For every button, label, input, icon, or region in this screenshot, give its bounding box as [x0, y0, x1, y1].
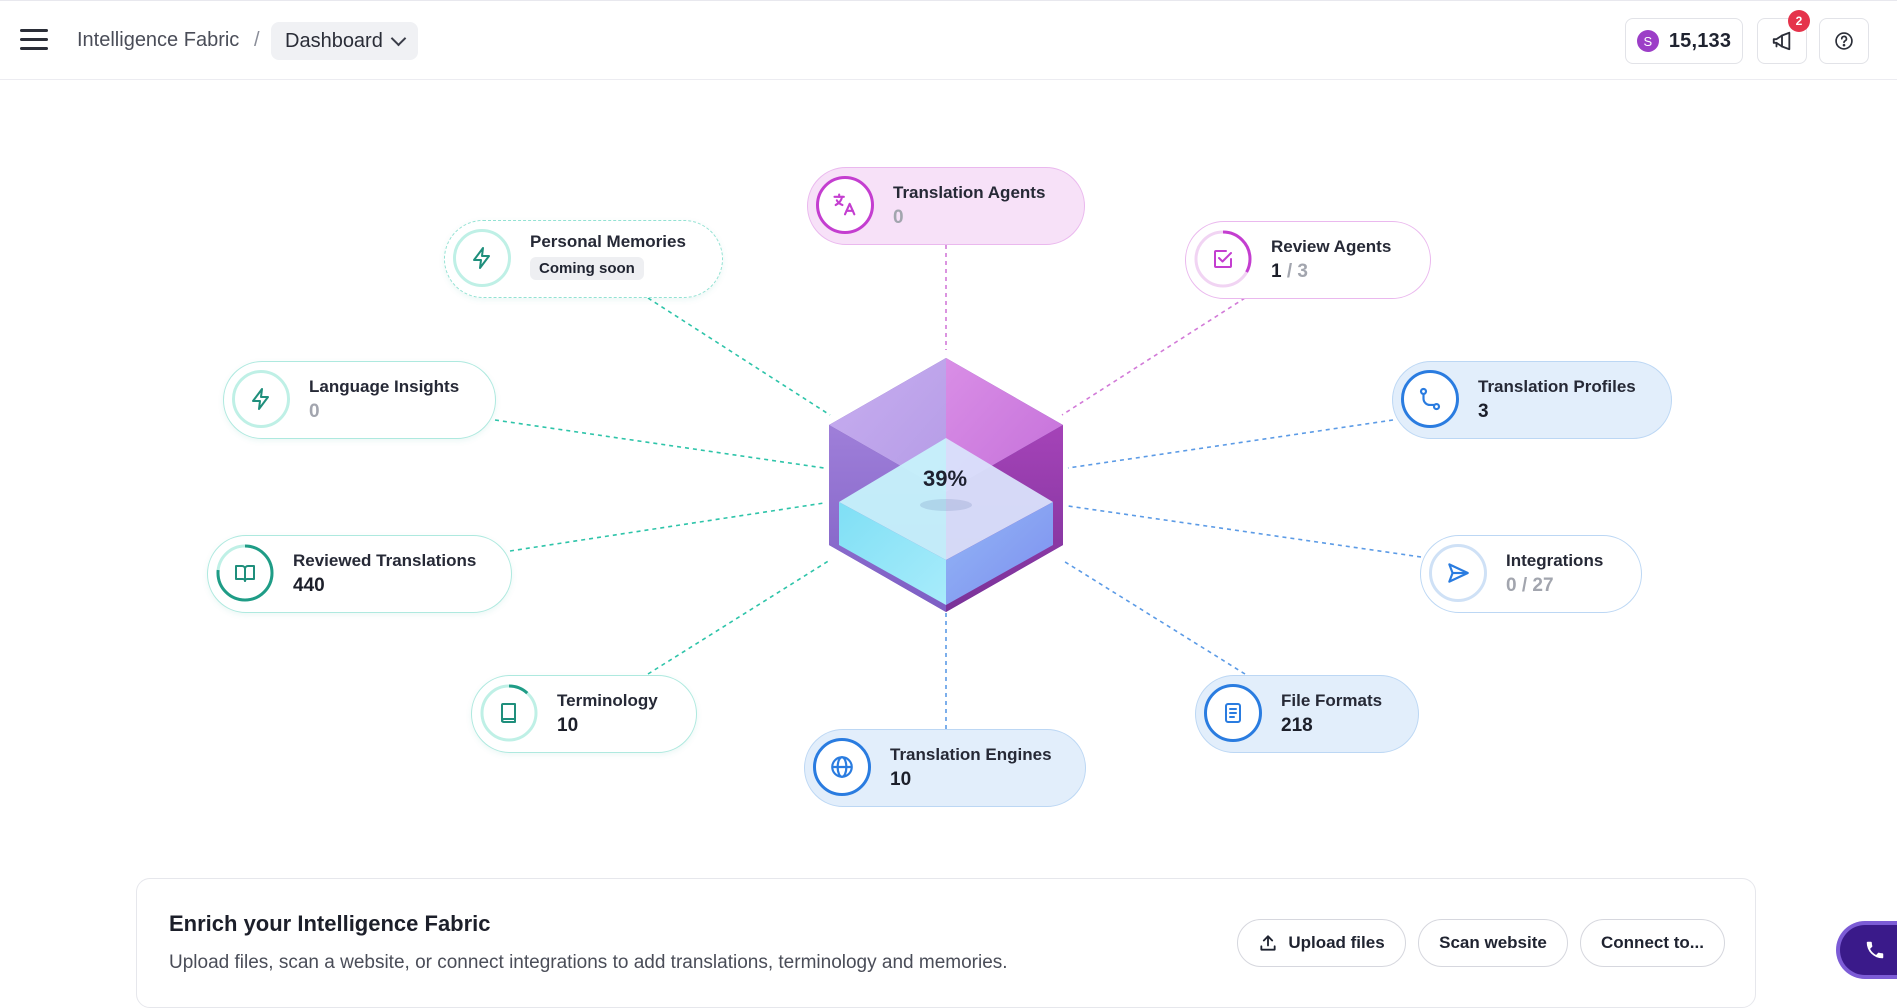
- node-label: Translation Engines: [890, 745, 1052, 764]
- lightning-icon: [470, 245, 494, 271]
- book-icon: [497, 701, 521, 725]
- node-ring: [453, 229, 511, 287]
- link-translation-profiles: [1067, 419, 1394, 469]
- node-text: File Formats 218: [1281, 691, 1382, 737]
- node-label: Language Insights: [309, 377, 460, 396]
- file-text-icon: [1221, 700, 1245, 726]
- globe-icon: [829, 754, 855, 780]
- node-text: Personal Memories Coming soon: [530, 232, 686, 280]
- link-personal-memories: [647, 297, 831, 416]
- node-label: Integrations: [1506, 551, 1604, 570]
- node-value: 0 / 27: [1506, 575, 1554, 596]
- node-value: 10: [890, 769, 912, 790]
- upload-icon: [1260, 935, 1276, 951]
- breadcrumb-separator: /: [254, 29, 260, 51]
- credits-value: 15,133: [1668, 29, 1732, 52]
- send-icon: [1445, 560, 1471, 586]
- git-branch-icon: [1417, 386, 1443, 412]
- coming-soon-badge: Coming soon: [530, 257, 644, 280]
- node-label: Translation Profiles: [1478, 377, 1636, 396]
- phone-icon: [1866, 941, 1884, 959]
- node-label: Translation Agents: [893, 183, 1046, 202]
- support-call-button[interactable]: [1840, 925, 1897, 975]
- node-value: 440: [293, 575, 325, 596]
- node-ring: [816, 176, 874, 234]
- node-text: Reviewed Translations 440: [293, 551, 476, 597]
- node-terminology[interactable]: Terminology 10: [471, 675, 697, 753]
- node-ring: [1194, 230, 1252, 288]
- node-review-agents[interactable]: Review Agents 1 / 3: [1185, 221, 1431, 299]
- node-text: Integrations 0 / 27: [1506, 551, 1603, 597]
- node-ring: [1204, 684, 1262, 742]
- breadcrumb-current-label: Dashboard: [285, 29, 383, 52]
- link-integrations: [1067, 505, 1422, 558]
- node-language-insights[interactable]: Language Insights 0: [223, 361, 496, 439]
- node-personal-memories[interactable]: Personal Memories Coming soon: [444, 220, 723, 298]
- megaphone-icon: [1772, 31, 1791, 51]
- scan-website-label: Scan website: [1439, 933, 1547, 952]
- scan-website-button[interactable]: Scan website: [1418, 919, 1568, 967]
- node-label: File Formats: [1281, 691, 1383, 710]
- enrich-title: Enrich your Intelligence Fabric: [169, 911, 491, 936]
- node-label: Terminology: [557, 691, 658, 710]
- node-value: 218: [1281, 715, 1313, 736]
- node-text: Translation Profiles 3: [1478, 377, 1636, 423]
- hamburger-menu-icon[interactable]: [20, 29, 48, 53]
- node-ring: [813, 738, 871, 796]
- node-ring: [216, 544, 274, 602]
- checkbox-icon: [1211, 247, 1235, 271]
- node-ring: [1429, 544, 1487, 602]
- notification-badge: 2: [1788, 10, 1810, 32]
- upload-files-button[interactable]: Upload files: [1237, 919, 1406, 967]
- node-text: Review Agents 1 / 3: [1271, 237, 1391, 283]
- connect-to-label: Connect to...: [1601, 933, 1704, 952]
- node-text: Language Insights 0: [309, 377, 459, 423]
- node-translation-engines[interactable]: Translation Engines 10: [804, 729, 1086, 807]
- credits-button[interactable]: S 15,133: [1625, 18, 1743, 64]
- node-value: 0: [893, 207, 904, 228]
- node-translation-agents[interactable]: Translation Agents 0: [807, 167, 1085, 245]
- node-ring: [232, 370, 290, 428]
- node-translation-profiles[interactable]: Translation Profiles 3: [1392, 361, 1672, 439]
- upload-files-label: Upload files: [1288, 933, 1385, 952]
- node-text: Translation Agents 0: [893, 183, 1045, 229]
- node-ring: [480, 684, 538, 742]
- translate-icon: [831, 191, 859, 219]
- node-integrations[interactable]: Integrations 0 / 27: [1420, 535, 1642, 613]
- breadcrumb-dashboard-dropdown[interactable]: Dashboard: [271, 22, 418, 60]
- fabric-core-cube: [829, 358, 1063, 612]
- link-terminology: [647, 559, 831, 675]
- help-button[interactable]: [1819, 18, 1869, 64]
- node-value: 1 / 3: [1271, 261, 1308, 282]
- node-ring: [1401, 370, 1459, 428]
- node-file-formats[interactable]: File Formats 218: [1195, 675, 1419, 753]
- credits-icon: S: [1636, 30, 1659, 52]
- chevron-down-icon: [390, 30, 407, 47]
- breadcrumb-root[interactable]: Intelligence Fabric: [77, 29, 240, 51]
- lightning-icon: [249, 386, 273, 412]
- node-value: 0: [309, 401, 320, 422]
- help-circle-icon: [1835, 32, 1853, 50]
- top-bar: Intelligence Fabric / Dashboard S 15,133: [0, 0, 1897, 80]
- node-label: Personal Memories: [530, 232, 686, 251]
- node-label: Reviewed Translations: [293, 551, 477, 570]
- node-text: Terminology 10: [557, 691, 658, 737]
- node-value: 10: [557, 715, 579, 736]
- link-file-formats: [1061, 559, 1246, 675]
- enrich-card: Enrich your Intelligence Fabric Upload f…: [136, 878, 1756, 1008]
- link-language-insights: [494, 419, 825, 469]
- link-reviewed-translations: [509, 502, 825, 552]
- node-value: 3: [1478, 401, 1489, 422]
- open-book-icon: [232, 561, 258, 585]
- link-review-agents: [1061, 297, 1246, 416]
- connect-to-button[interactable]: Connect to...: [1580, 919, 1725, 967]
- node-reviewed-translations[interactable]: Reviewed Translations 440: [207, 535, 512, 613]
- node-label: Review Agents: [1271, 237, 1392, 256]
- core-percent: 39%: [922, 466, 968, 491]
- node-text: Translation Engines 10: [890, 745, 1052, 791]
- enrich-subtitle: Upload files, scan a website, or connect…: [169, 952, 1008, 973]
